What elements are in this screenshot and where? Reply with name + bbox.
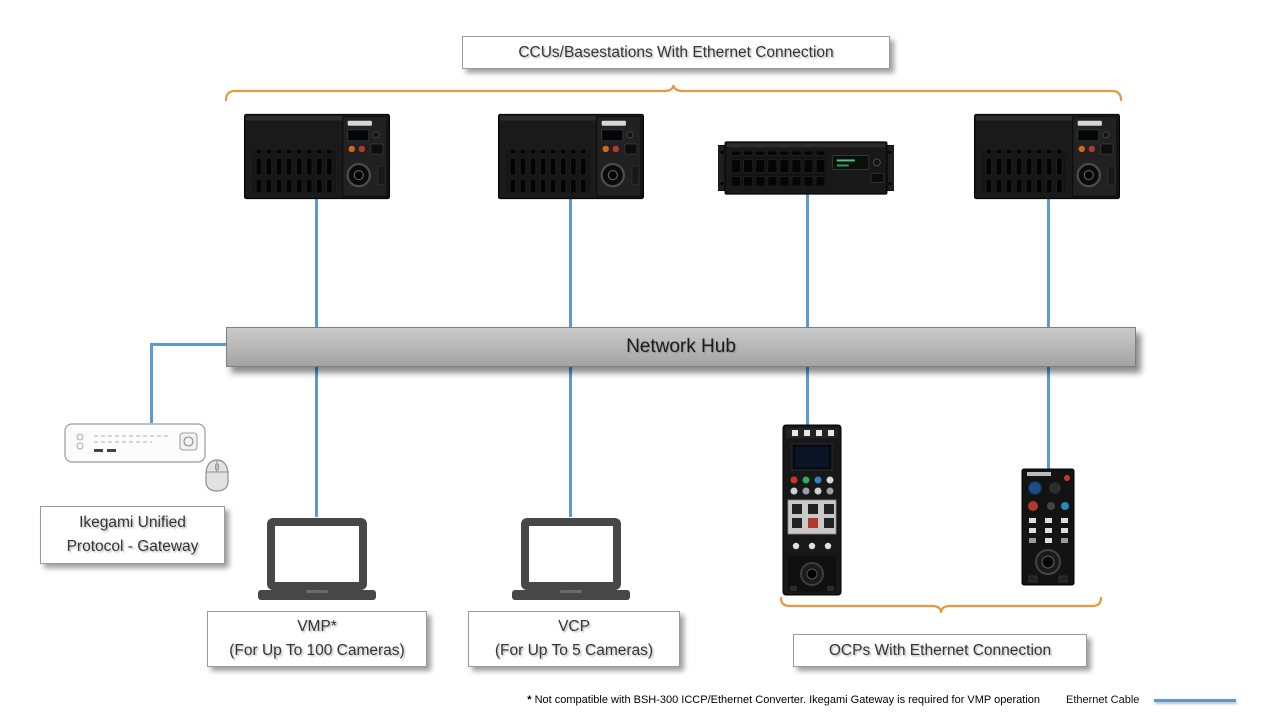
ocp-label-box: OCPs With Ethernet Connection xyxy=(793,634,1087,667)
ocp-panel-large-icon xyxy=(782,424,842,596)
vcp-subtitle: (For Up To 5 Cameras) xyxy=(494,642,654,659)
vmp-label-box: VMP* (For Up To 100 Cameras) xyxy=(207,611,427,667)
ethernet-cable-legend-label: Ethernet Cable xyxy=(1066,694,1140,706)
vmp-subtitle: (For Up To 100 Cameras) xyxy=(229,642,405,659)
ethernet-line-ccu1-to-hub xyxy=(315,198,318,329)
ethernet-line-hub-to-ocp1 xyxy=(806,364,809,426)
ccu-basestation-icon xyxy=(244,113,390,200)
gateway-converter-icon xyxy=(64,423,206,463)
ethernet-line-hub-to-gateway-horizontal xyxy=(150,343,228,346)
ethernet-line-hub-to-gateway-vertical xyxy=(150,343,153,423)
ethernet-line-hub-to-ocp2 xyxy=(1047,364,1050,470)
footnote-marker: * xyxy=(527,694,532,706)
ethernet-line-ccu3-to-hub xyxy=(1047,198,1050,329)
ethernet-line-hub-to-vmp xyxy=(315,364,318,517)
gateway-label-box: Ikegami Unified Protocol - Gateway xyxy=(40,506,225,564)
vcp-label-box: VCP (For Up To 5 Cameras) xyxy=(468,611,680,667)
ethernet-line-rack-to-hub xyxy=(806,194,809,329)
ccu-group-title: CCUs/Basestations With Ethernet Connecti… xyxy=(518,43,834,61)
vmp-laptop-icon xyxy=(258,518,376,600)
ethernet-line-ccu2-to-hub xyxy=(569,198,572,329)
mouse-icon xyxy=(205,459,229,492)
ocp-group-bracket xyxy=(780,597,1102,614)
network-hub-label: Network Hub xyxy=(626,336,736,357)
ocp-label: OCPs With Ethernet Connection xyxy=(828,641,1052,659)
gateway-label-line2: Protocol - Gateway xyxy=(66,538,199,555)
ocp-panel-small-icon xyxy=(1021,468,1075,586)
ccu-basestation-icon xyxy=(498,113,644,200)
ccu-group-bracket xyxy=(225,84,1122,101)
gateway-label-line1: Ikegami Unified xyxy=(79,514,186,531)
rackmount-basestation-icon xyxy=(718,141,894,195)
ccu-group-title-box: CCUs/Basestations With Ethernet Connecti… xyxy=(462,36,890,69)
vcp-laptop-icon xyxy=(512,518,630,600)
vmp-title: VMP* xyxy=(297,618,337,635)
footnote: * Not compatible with BSH-300 ICCP/Ether… xyxy=(420,694,1040,706)
ccu-basestation-icon xyxy=(974,113,1120,200)
ethernet-cable-legend-line xyxy=(1154,699,1236,702)
ethernet-line-hub-to-vcp xyxy=(569,364,572,517)
vcp-title: VCP xyxy=(558,618,590,635)
network-hub-bar: Network Hub xyxy=(226,327,1136,367)
footnote-text: Not compatible with BSH-300 ICCP/Etherne… xyxy=(531,694,1040,706)
